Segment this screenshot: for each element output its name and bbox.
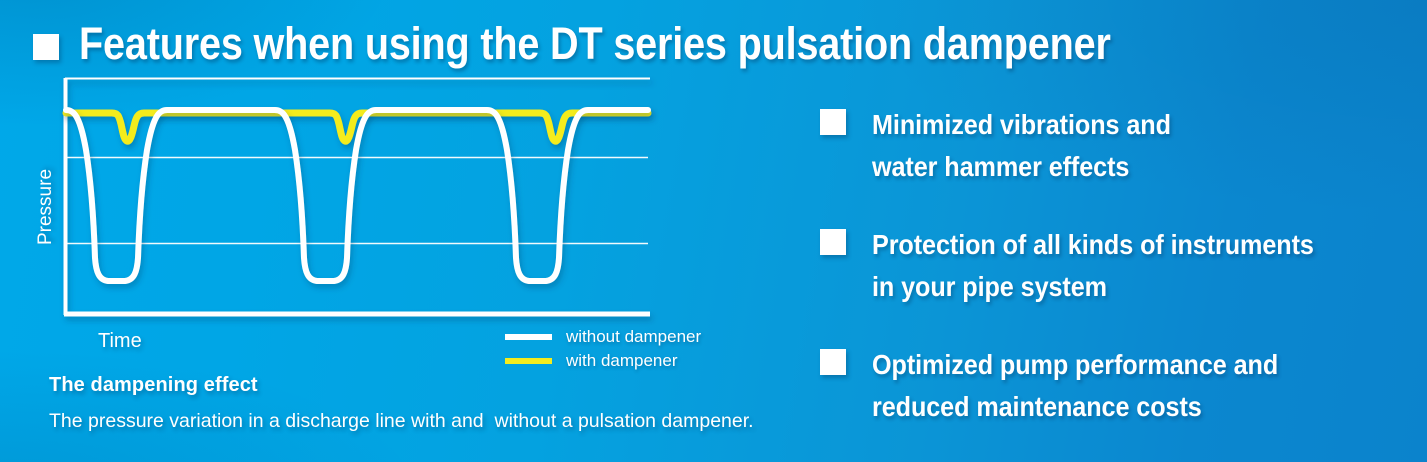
feature-list-item: Protection of all kinds of instruments i… [820,224,1420,308]
chart-x-axis-label: Time [98,330,142,352]
square-bullet-icon [820,229,846,255]
square-bullet-icon [33,34,59,60]
legend-swatch-with-dampener [505,358,552,364]
legend-label-without-dampener: without dampener [566,327,702,346]
caption-body: The pressure variation in a discharge li… [49,410,754,432]
feature-list: Minimized vibrations and water hammer ef… [820,104,1420,462]
feature-item-label: Protection of all kinds of instruments i… [872,229,1314,302]
banner-title-row: Features when using the DT series pulsat… [33,18,1251,70]
chart-axes [63,77,650,317]
feature-list-item: Minimized vibrations and water hammer ef… [820,104,1420,188]
page-title: Features when using the DT series pulsat… [79,18,1111,69]
chart-legend: without dampener with dampener [505,325,701,373]
legend-swatch-without-dampener [505,334,552,340]
legend-item: with dampener [505,349,701,373]
feature-item-label: Minimized vibrations and water hammer ef… [872,109,1171,182]
series-without-dampener [63,107,651,284]
pressure-vs-time-chart: Pressure Time [0,0,800,400]
feature-item-label: Optimized pump performance and reduced m… [872,349,1279,422]
series-with-dampener [62,109,652,145]
legend-label-with-dampener: with dampener [566,351,678,370]
square-bullet-icon [820,109,846,135]
caption-heading: The dampening effect [49,374,258,396]
feature-list-item: Optimized pump performance and reduced m… [820,344,1420,428]
square-bullet-icon [820,349,846,375]
chart-y-axis-label: Pressure [35,168,56,246]
chart-svg [62,77,652,317]
legend-item: without dampener [505,325,701,349]
